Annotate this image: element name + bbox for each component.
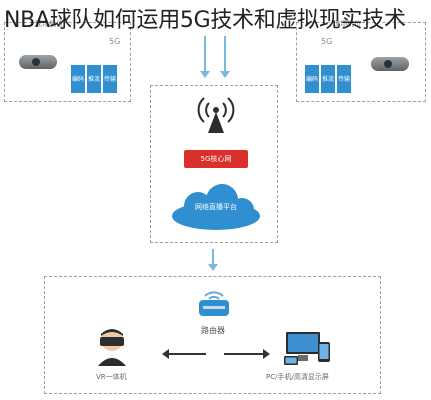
vr-device-label: VR一体机 [96,373,127,381]
right-source-group: 现场机位 5G 编码 推流 传输 [296,20,426,102]
right-5g-tag: 5G [321,37,333,46]
cloud-icon [172,184,260,230]
arrow-left-source-down [200,36,210,78]
vr-headset-icon [98,329,126,366]
devices-icon [284,332,330,365]
core-network-box: 5G核心网 [184,150,248,168]
antenna-icon [197,97,235,133]
page-title: NBA球队如何运用5G技术和虚拟现实技术 [4,8,406,33]
arrow-to-vr [162,349,206,359]
right-source-label: 现场机位 [333,20,361,28]
left-module-group: 编码 推流 传输 [71,65,117,93]
receiver-group [44,276,381,394]
pc-device-label: PC/手机/高清显示屏 [266,373,329,381]
left-module-transmit: 传输 [103,65,117,93]
right-module-group: 编码 推流 传输 [305,65,351,93]
right-camera-icon [371,57,409,71]
arrow-right-source-down [220,36,230,78]
router-label: 路由器 [201,326,225,335]
left-source-label: 现场机位 [35,20,63,28]
left-5g-tag: 5G [109,37,121,46]
left-source-group: 现场机位 5G 编码 推流 传输 [4,20,131,102]
arrow-network-down [208,249,218,271]
left-camera-icon [19,55,57,69]
arrow-to-pc [224,349,270,359]
right-module-encode: 编码 [305,65,319,93]
right-module-transmit: 传输 [337,65,351,93]
right-module-push: 推流 [321,65,335,93]
cloud-label: 网络直播平台 [195,203,237,211]
left-module-encode: 编码 [71,65,85,93]
network-group [150,85,278,243]
left-module-push: 推流 [87,65,101,93]
router-icon [199,291,229,316]
